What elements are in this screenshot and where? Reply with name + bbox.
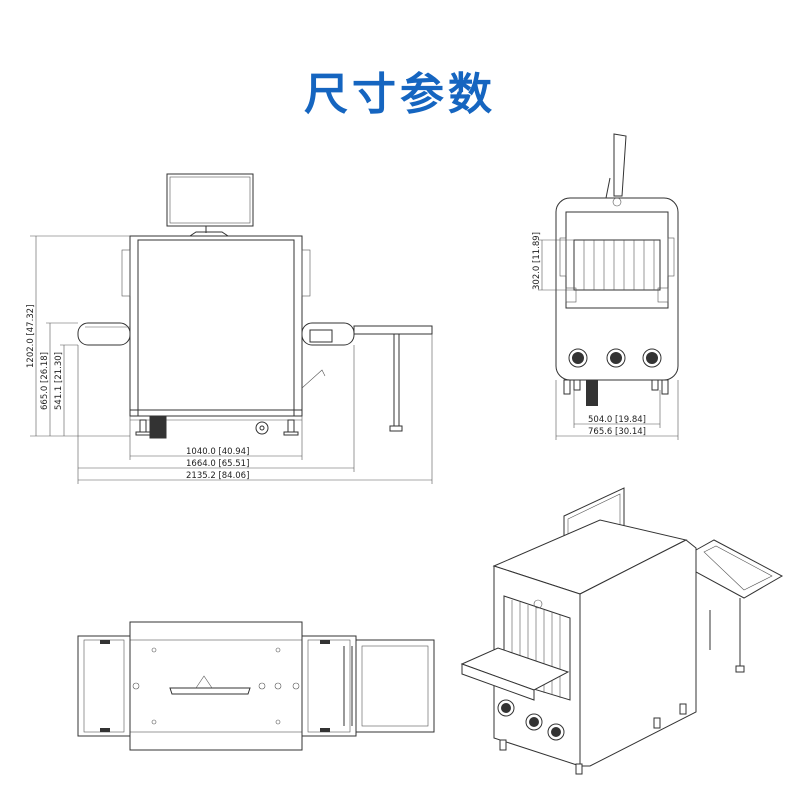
dim-side-width: 765.6 [30.14] <box>588 427 646 437</box>
isometric-view <box>460 487 784 775</box>
roller-table <box>353 325 433 335</box>
top-housing <box>129 621 303 751</box>
front-dim-horizontal: 1040.0 [40.94] 1664.0 [65.51] 2135.2 [84… <box>77 334 433 484</box>
side-dim-lines: 302.0 [11.89] 504.0 [19.84] 765.6 [30.14… <box>532 232 679 440</box>
iso-roller-table <box>695 539 784 599</box>
dim-height-conveyor: 665.0 [26.18] <box>40 352 50 410</box>
top-roller-table <box>355 639 435 733</box>
power-box <box>149 415 167 439</box>
entry-conveyor <box>77 322 131 346</box>
monitor <box>166 173 254 227</box>
dim-tunnel-height: 302.0 [11.89] <box>532 232 542 290</box>
page-title: 尺寸参数 <box>304 69 496 120</box>
dim-width-conveyors: 1664.0 [65.51] <box>186 459 249 469</box>
side-view <box>555 133 679 406</box>
dim-width-body: 1040.0 [40.94] <box>186 447 249 457</box>
dim-height-tunnel: 541.1 [21.30] <box>54 352 64 410</box>
dim-width-total: 2135.2 [84.06] <box>186 471 249 481</box>
front-dim-vertical: 1202.0 [47.32] 665.0 [26.18] 541.1 [21.3… <box>26 235 130 437</box>
dim-height-total: 1202.0 [47.32] <box>26 305 36 368</box>
dim-tunnel-width: 504.0 [19.84] <box>588 415 646 425</box>
front-view <box>77 173 433 439</box>
top-view <box>77 621 435 751</box>
cooling-fans <box>568 348 662 368</box>
tunnel-curtains <box>573 239 661 291</box>
